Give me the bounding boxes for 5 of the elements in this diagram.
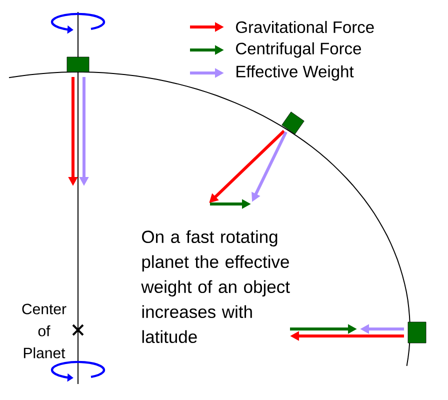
legend-label: Centrifugal Force <box>236 42 361 58</box>
legend-label: Effective Weight <box>236 65 354 81</box>
center-label: Center of Planet <box>22 304 66 358</box>
note-text: On a fast rotating planet the effective weight of an object increases with latitude <box>141 230 290 344</box>
legend-label: Gravitational Force <box>236 20 374 34</box>
